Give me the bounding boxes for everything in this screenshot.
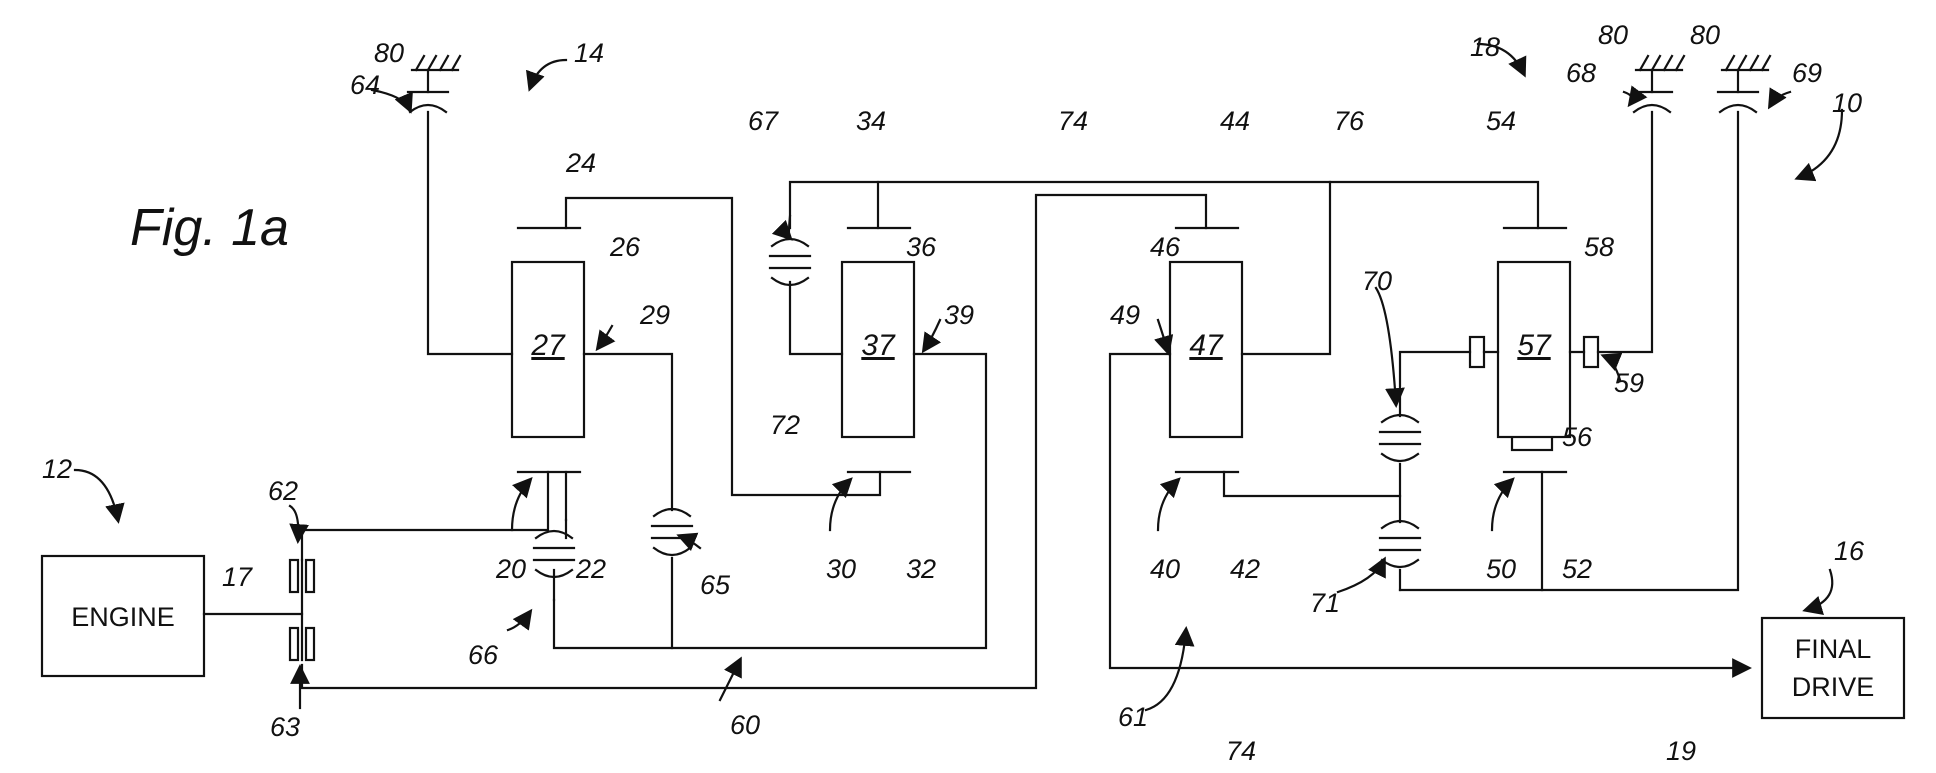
carrier-37-label: 37 [861,329,896,362]
ref-19: 19 [1666,736,1696,766]
ref-30: 30 [826,554,856,584]
ref-76: 76 [1334,106,1365,136]
ref-42: 42 [1230,554,1260,584]
engine-block: ENGINE [42,556,204,676]
clutch-67 [770,239,810,285]
clutch-70 [1380,415,1420,461]
brake-68 [1632,56,1684,112]
ref-44: 44 [1220,106,1250,136]
ref-22: 22 [575,554,606,584]
ref-72: 72 [770,410,800,440]
brake-69 [1718,56,1770,112]
ref-32: 32 [906,554,936,584]
clutch-71 [1380,521,1420,567]
ref-52: 52 [1562,554,1592,584]
clutch-66 [534,520,574,600]
ref-56: 56 [1562,422,1593,452]
ref-80b: 80 [1598,20,1628,50]
engine-label: ENGINE [71,602,175,632]
ref-68: 68 [1566,58,1596,88]
ref-67: 67 [748,106,779,136]
ref-74a: 74 [1058,106,1088,136]
ref-34: 34 [856,106,886,136]
final-drive-block: FINAL DRIVE [1762,618,1904,718]
final-drive-label-line2: DRIVE [1792,672,1875,702]
gear-marks [518,228,1566,472]
ref-14: 14 [574,38,604,68]
ref-26: 26 [609,232,641,262]
ref-39: 39 [944,300,974,330]
figure-title: Fig. 1a [130,199,289,257]
ref-10: 10 [1832,88,1862,118]
ref-50: 50 [1486,554,1516,584]
ref-71: 71 [1310,588,1340,618]
carrier-47-label: 47 [1189,329,1224,362]
final-drive-label-line1: FINAL [1795,634,1872,664]
ref-70: 70 [1362,266,1392,296]
ref-61: 61 [1118,702,1148,732]
carrier-57-label: 57 [1517,329,1552,362]
ref-29: 29 [639,300,670,330]
ref-66: 66 [468,640,499,670]
ref-74b: 74 [1226,736,1256,766]
carrier-27-label: 27 [530,329,566,362]
ref-63: 63 [270,712,300,742]
ref-12: 12 [42,454,72,484]
planetary-set-1: 27 [512,262,584,437]
ref-17: 17 [222,562,253,592]
ref-80a: 80 [374,38,404,68]
ref-40: 40 [1150,554,1180,584]
reference-numerals: Fig. 1a 12 17 62 63 64 80 14 24 26 29 20… [42,20,1865,766]
planetary-set-3: 47 [1170,262,1242,437]
ref-24: 24 [565,148,596,178]
ref-18: 18 [1470,32,1500,62]
planetary-set-2: 37 [842,262,914,437]
ref-69: 69 [1792,58,1822,88]
ref-36: 36 [906,232,937,262]
leader-arrows [75,44,1842,710]
ref-59: 59 [1614,368,1644,398]
clutch-65 [652,509,692,555]
ref-62: 62 [268,476,298,506]
brake-64 [408,56,460,112]
ref-80c: 80 [1690,20,1720,50]
ref-60: 60 [730,710,760,740]
ref-46: 46 [1150,232,1181,262]
ref-16: 16 [1834,536,1865,566]
ref-58: 58 [1584,232,1614,262]
ref-54: 54 [1486,106,1516,136]
ref-64: 64 [350,70,380,100]
ref-65: 65 [700,570,731,600]
ref-49: 49 [1110,300,1140,330]
ref-20: 20 [495,554,526,584]
